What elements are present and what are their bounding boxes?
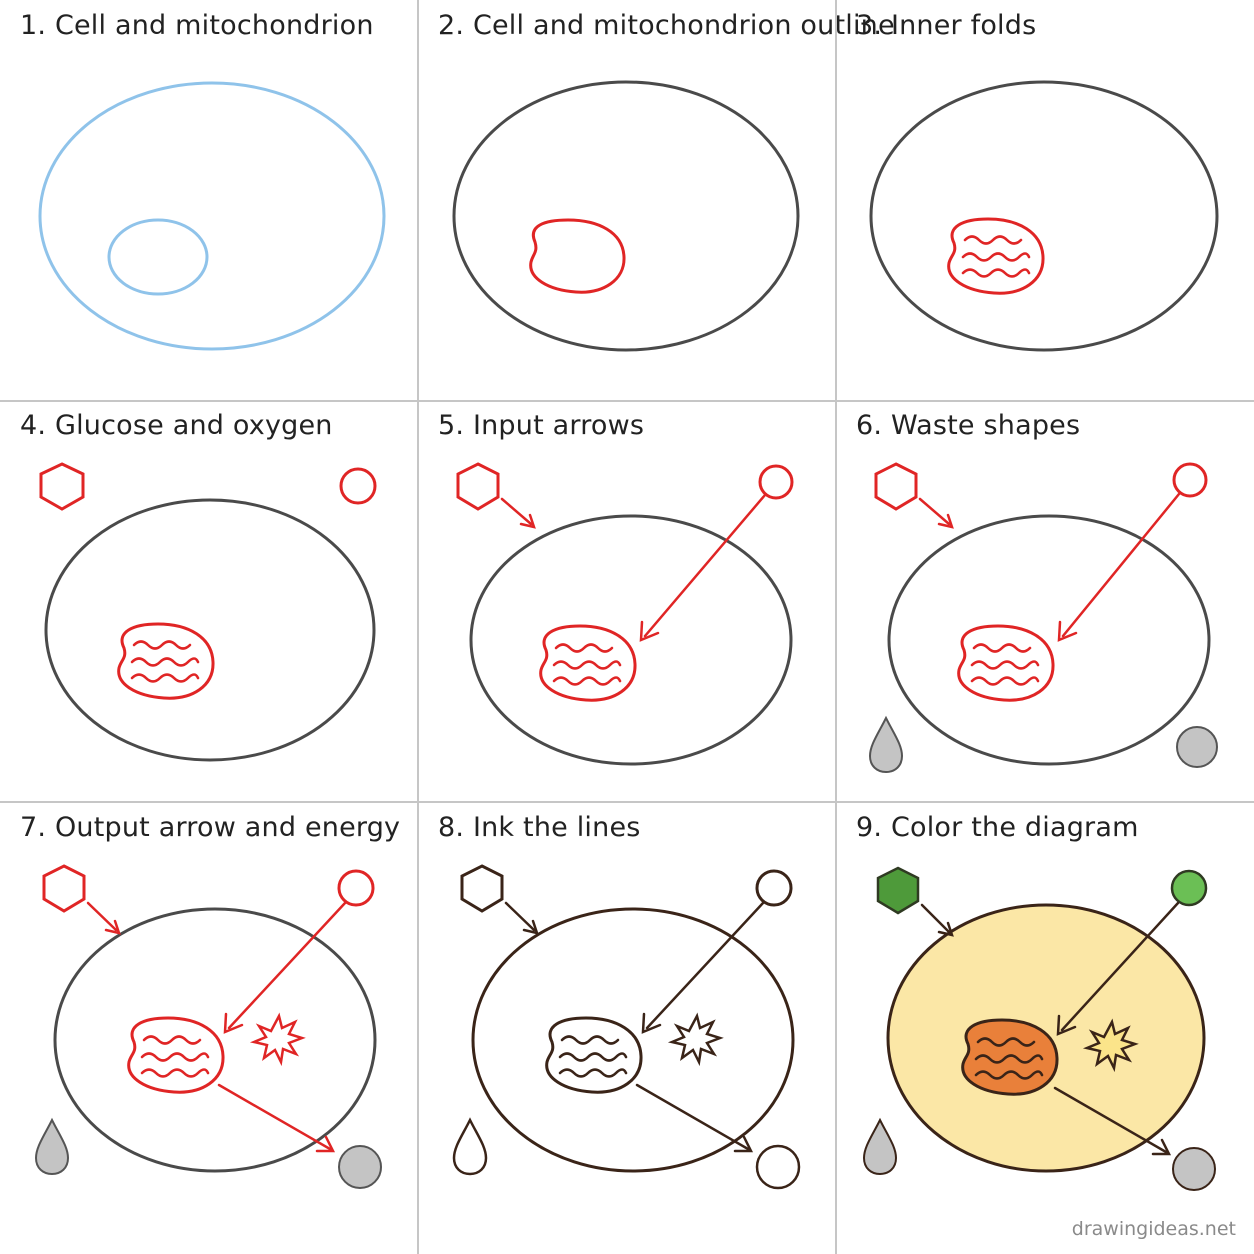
step-2-drawing (452, 80, 800, 352)
panel-step-4: 4. Glucose and oxygen (0, 400, 418, 800)
glucose-input-arrow (918, 497, 954, 529)
inner-folds (552, 643, 622, 686)
panel-title: 2. Cell and mitochondrion outline (438, 10, 895, 41)
carbon-dioxide-circle (755, 1144, 801, 1190)
cell-outline (44, 498, 376, 762)
glucose-hexagon (39, 462, 85, 511)
inner-folds (558, 1035, 628, 1078)
panel-title: 7. Output arrow and energy (20, 812, 401, 843)
step-4-drawing (39, 462, 377, 762)
cell-outline (469, 514, 793, 766)
cell-outline (887, 514, 1211, 766)
inner-folds (130, 640, 200, 683)
divider-horizontal-1 (0, 400, 1254, 402)
oxygen-input-arrow (223, 901, 347, 1034)
waste-output-arrow (1053, 1086, 1172, 1156)
oxygen-circle (1172, 462, 1208, 498)
carbon-dioxide-circle (338, 1145, 382, 1189)
oxygen-circle (755, 869, 793, 907)
mitochondrion-outline (127, 1016, 225, 1094)
water-droplet-icon (34, 1117, 70, 1176)
glucose-input-arrow (920, 903, 954, 937)
glucose-hexagon (874, 462, 918, 511)
oxygen-circle (1170, 869, 1208, 907)
watermark: drawingideas.net (1071, 1218, 1236, 1240)
oxygen-input-arrow (639, 493, 767, 642)
oxygen-input-arrow (1057, 492, 1181, 642)
cell-outline (869, 80, 1219, 352)
divider-vertical-1 (417, 0, 419, 1254)
panel-step-9: 9. Color the diagram (836, 802, 1254, 1202)
mitochondrion-outline (545, 1016, 643, 1094)
panel-title: 3. Inner folds (856, 10, 1037, 41)
inner-folds (961, 235, 1031, 278)
panel-step-6: 6. Waste shapes (836, 400, 1254, 800)
cell-outline (53, 907, 377, 1173)
panel-title: 8. Ink the lines (438, 812, 641, 843)
divider-vertical-2 (835, 0, 837, 1254)
panel-title: 5. Input arrows (438, 410, 645, 441)
glucose-input-arrow (86, 901, 121, 935)
glucose-input-arrow (504, 901, 539, 935)
glucose-hexagon (460, 864, 504, 913)
panel-title: 4. Glucose and oxygen (20, 410, 333, 441)
mitochondrion-outline (539, 624, 637, 702)
water-droplet-icon (452, 1117, 488, 1176)
glucose-input-arrow (500, 497, 536, 529)
panel-step-1: 1. Cell and mitochondrion (0, 0, 418, 400)
glucose-hexagon (456, 462, 500, 511)
carbon-dioxide-circle (1172, 1147, 1216, 1191)
cell-outline (471, 907, 795, 1173)
water-droplet-icon (862, 1117, 898, 1176)
panel-step-2: 2. Cell and mitochondrion outline (418, 0, 895, 400)
panel-step-5: 5. Input arrows (418, 400, 836, 800)
waste-output-arrow (217, 1083, 336, 1153)
step-7-drawing (34, 864, 382, 1189)
inner-folds (970, 643, 1040, 686)
panel-step-8: 8. Ink the lines (418, 802, 836, 1202)
mitochondrion-outline (529, 218, 626, 294)
mitochondrion-outline (947, 217, 1045, 295)
divider-horizontal-2 (0, 801, 1254, 803)
step-5-drawing (456, 462, 794, 766)
step-1-drawing (38, 81, 386, 351)
waste-output-arrow (635, 1083, 754, 1153)
mitochondrion-outline (957, 624, 1055, 702)
mitochondrion-outline (117, 622, 215, 700)
panel-step-3: 3. Inner folds (836, 0, 1254, 400)
step-6-drawing (868, 462, 1218, 774)
inner-folds (140, 1035, 210, 1078)
panel-title: 6. Waste shapes (856, 410, 1081, 441)
water-droplet-icon (868, 715, 904, 774)
step-3-drawing (869, 80, 1219, 352)
panel-title: 1. Cell and mitochondrion (20, 10, 374, 41)
cell-outline (452, 80, 800, 352)
oxygen-circle (758, 464, 794, 500)
step-9-drawing (862, 866, 1216, 1191)
panel-step-7: 7. Output arrow and energy (0, 802, 418, 1202)
glucose-hexagon (42, 864, 86, 913)
energy-burst-icon (249, 1012, 306, 1067)
oxygen-input-arrow (641, 901, 765, 1034)
panel-title: 9. Color the diagram (856, 812, 1139, 843)
oxygen-circle (337, 869, 375, 907)
carbon-dioxide-circle (1176, 726, 1218, 768)
energy-burst-icon (667, 1012, 724, 1067)
oxygen-input-arrow (1056, 901, 1180, 1036)
cell-outline (38, 81, 386, 351)
energy-burst-icon (1082, 1018, 1139, 1073)
inner-folds (974, 1037, 1044, 1080)
glucose-hexagon (876, 866, 920, 915)
step-8-drawing (452, 864, 801, 1190)
mitochondrion-outline (107, 218, 209, 296)
oxygen-circle (339, 467, 377, 505)
